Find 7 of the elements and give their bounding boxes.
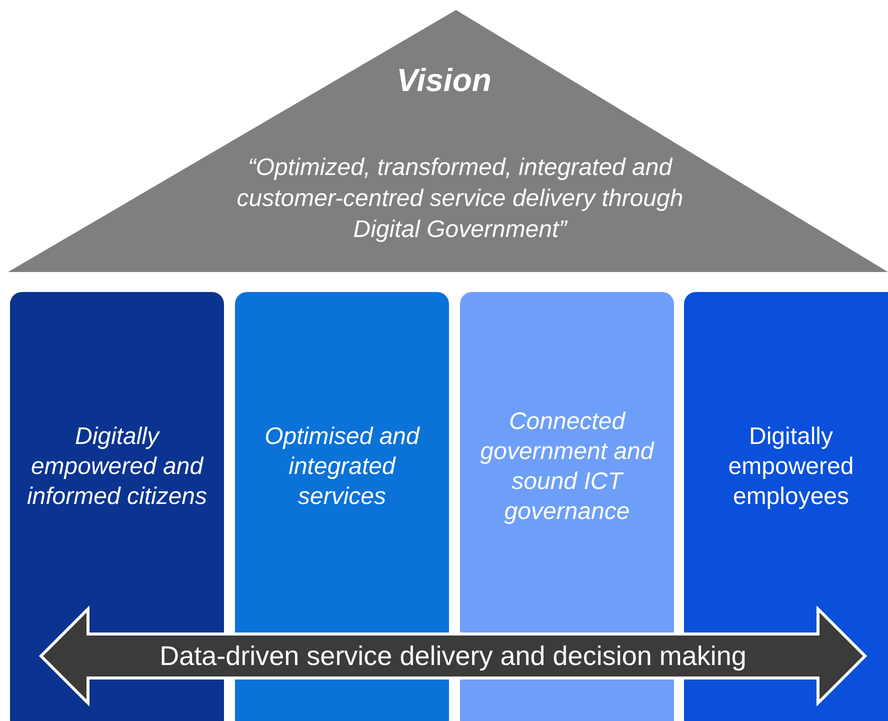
vision-statement: “Optimized, transformed, integrated and customer-centred service delivery through Digital Government” xyxy=(236,153,684,245)
pillar-text: Optimised and integrated services xyxy=(264,422,421,512)
pillar-text: Digitally empowered and informed citizens xyxy=(26,422,208,512)
pillar-text: Digitally empowered employees xyxy=(727,422,855,512)
arrow-text: Data-driven service delivery and decision making xyxy=(158,640,748,672)
pillar-text: Connected government and sound ICT governance xyxy=(479,407,656,527)
roof-heading: Vision xyxy=(396,62,492,99)
